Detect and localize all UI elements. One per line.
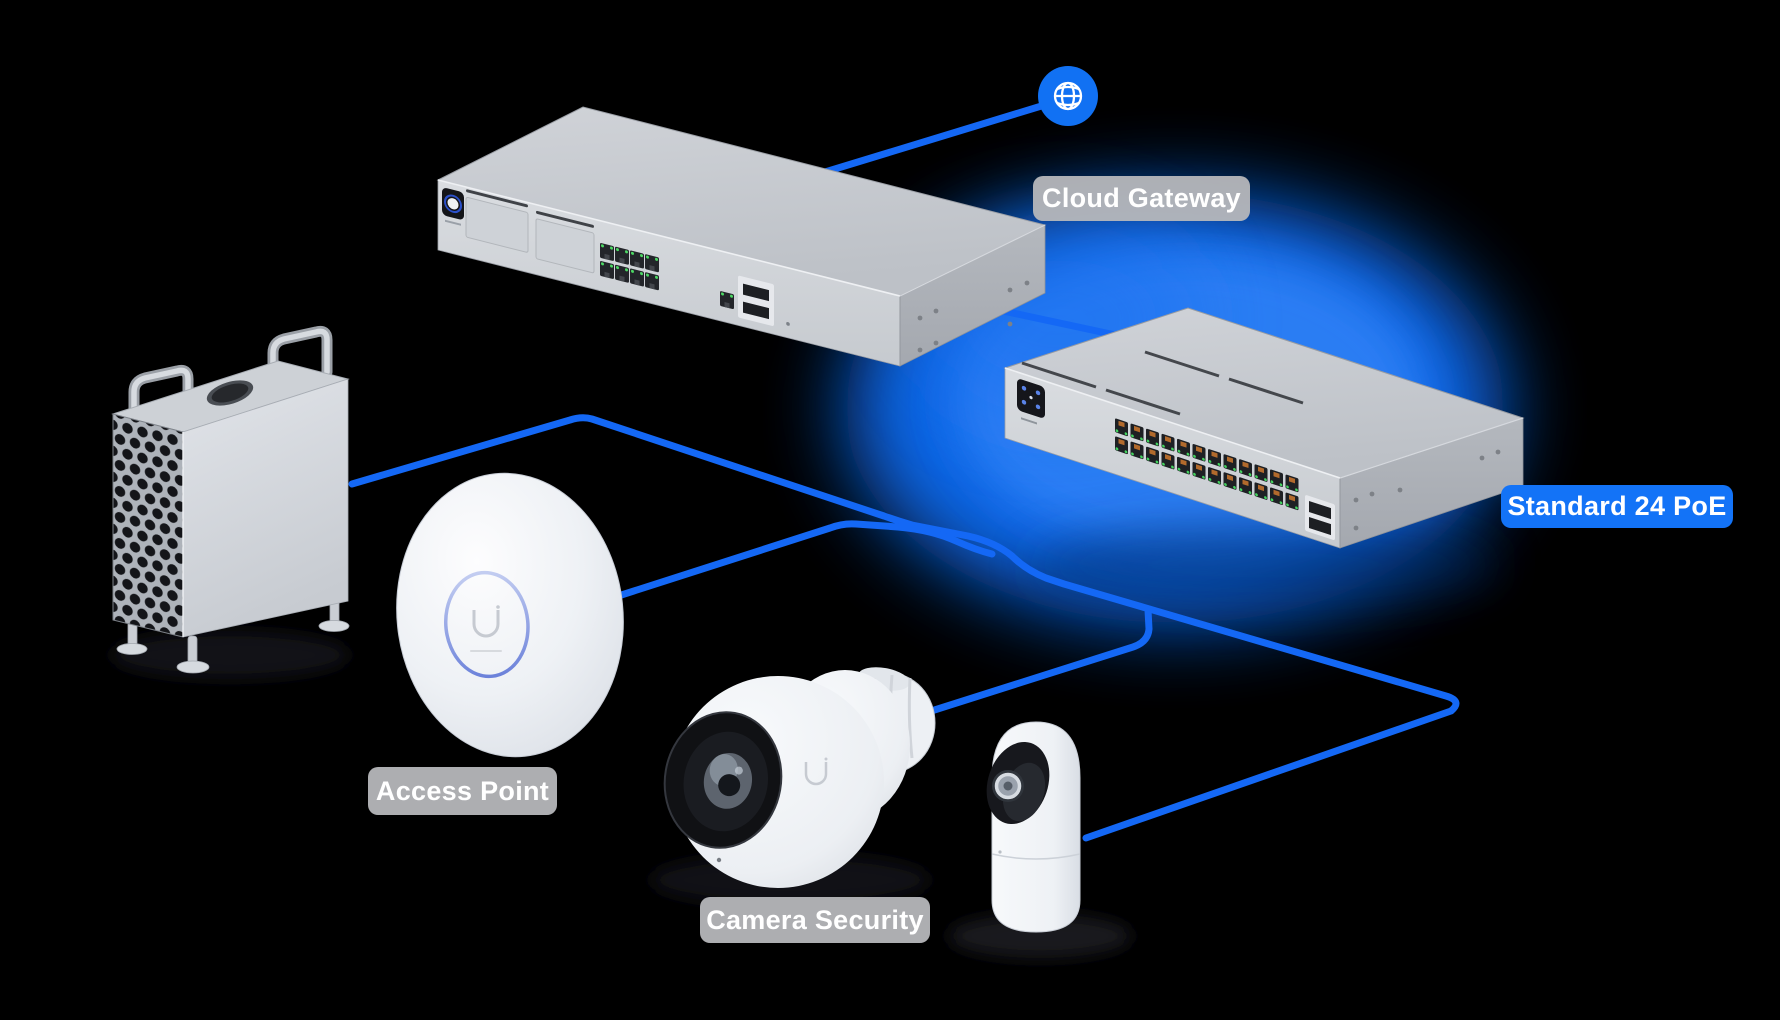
- tower-feet: [116, 597, 350, 674]
- access-point-led-ring: [443, 570, 530, 679]
- line-access-point-to-switch: [608, 520, 996, 602]
- switch-shadow: [1030, 523, 1500, 607]
- brand-logo: [804, 762, 828, 786]
- brand-logo: [472, 610, 500, 638]
- switch-front-panel: [1017, 379, 1335, 540]
- switch-top-vents: [1021, 350, 1304, 416]
- bullet-camera-lens: [663, 711, 783, 849]
- tower-shadow: [110, 631, 350, 679]
- line-internet-to-gateway: [821, 100, 1052, 176]
- label-cloud-gateway[interactable]: Cloud Gateway: [1033, 176, 1250, 221]
- connection-lines: [348, 100, 1460, 842]
- device-cloud-gateway[interactable]: [436, 106, 1047, 367]
- tower-lattice-grille: [112, 413, 184, 638]
- device-poe-switch[interactable]: [1003, 307, 1525, 549]
- label-access-point[interactable]: Access Point: [368, 767, 557, 815]
- device-workstation-tower[interactable]: [110, 325, 350, 679]
- device-pan-tilt-camera[interactable]: [948, 721, 1132, 958]
- line-workstation-to-switch-and-pan-tilt-camera: [348, 414, 1460, 842]
- line-bullet-camera-to-switch: [921, 606, 1153, 717]
- globe-icon: [1038, 66, 1098, 126]
- access-point-disc: [396, 473, 624, 757]
- switch-side-screws: [1353, 449, 1501, 531]
- drive-bay: [465, 196, 529, 253]
- pan-tilt-lens: [986, 741, 1050, 825]
- drive-bay: [535, 218, 595, 274]
- gateway-side-screws: [917, 280, 1030, 353]
- tower-handles: [128, 325, 333, 430]
- pan-tilt-shadow: [948, 914, 1132, 958]
- label-standard-24-poe[interactable]: Standard 24 PoE: [1501, 485, 1733, 528]
- device-bullet-camera[interactable]: [650, 664, 936, 906]
- device-access-point[interactable]: [383, 462, 637, 768]
- label-camera-security[interactable]: Camera Security: [700, 897, 930, 943]
- gateway-front-panel: [442, 188, 790, 326]
